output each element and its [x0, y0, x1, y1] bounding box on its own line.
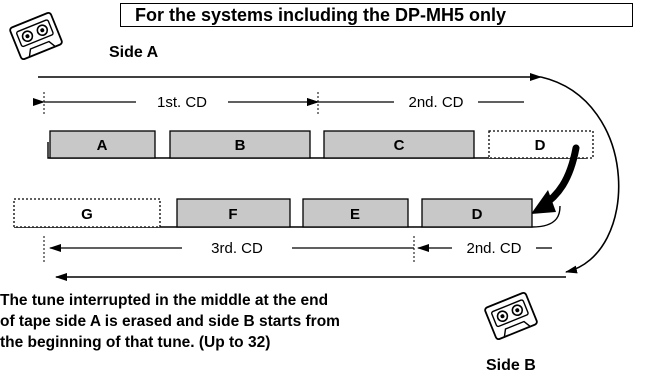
note-line-3: the beginning of that tune. (Up to 32) — [0, 334, 271, 351]
cd-label-3rd: 3rd. CD — [211, 240, 263, 257]
systems-banner: For the systems including the DP-MH5 onl… — [120, 3, 633, 27]
side-a-label: Side A — [109, 44, 159, 61]
note-line-2: of tape side A is erased and side B star… — [0, 313, 340, 330]
cassette-side-b-icon — [484, 292, 538, 340]
track-a — [49, 130, 156, 159]
side-a-tracks: A B C D — [49, 130, 594, 159]
explanatory-note: The tune interrupted in the middle at th… — [0, 290, 480, 353]
turnaround-curve — [540, 76, 620, 274]
track-d-label: D — [472, 206, 483, 223]
track-e — [302, 198, 409, 228]
side-b-cd-span: 3rd. CD 2nd. CD — [43, 236, 552, 264]
track-e-label: E — [350, 206, 360, 223]
side-b-label: Side B — [486, 357, 536, 374]
track-a-label: A — [97, 137, 108, 154]
cd-label-2nd-side-b: 2nd. CD — [466, 240, 521, 257]
tune-transfer-arrowhead — [531, 190, 556, 214]
cassette-side-a-icon — [9, 12, 63, 60]
track-c-label: C — [394, 137, 405, 154]
side-a-cd-span: 1st. CD 2nd. CD — [33, 92, 524, 114]
track-g-label: G — [81, 206, 93, 223]
track-c — [323, 130, 475, 159]
track-b-label: B — [235, 137, 246, 154]
track-b — [169, 130, 311, 159]
cd-label-2nd-side-a: 2nd. CD — [408, 94, 463, 111]
side-b-tracks: G F E D — [13, 198, 533, 228]
track-f-label: F — [228, 206, 237, 223]
track-d-partial-label: D — [535, 137, 546, 154]
track-d — [421, 198, 533, 228]
cd-label-1st: 1st. CD — [157, 94, 207, 111]
note-line-1: The tune interrupted in the middle at th… — [0, 292, 329, 309]
track-f — [176, 198, 291, 228]
track-g — [13, 198, 161, 228]
